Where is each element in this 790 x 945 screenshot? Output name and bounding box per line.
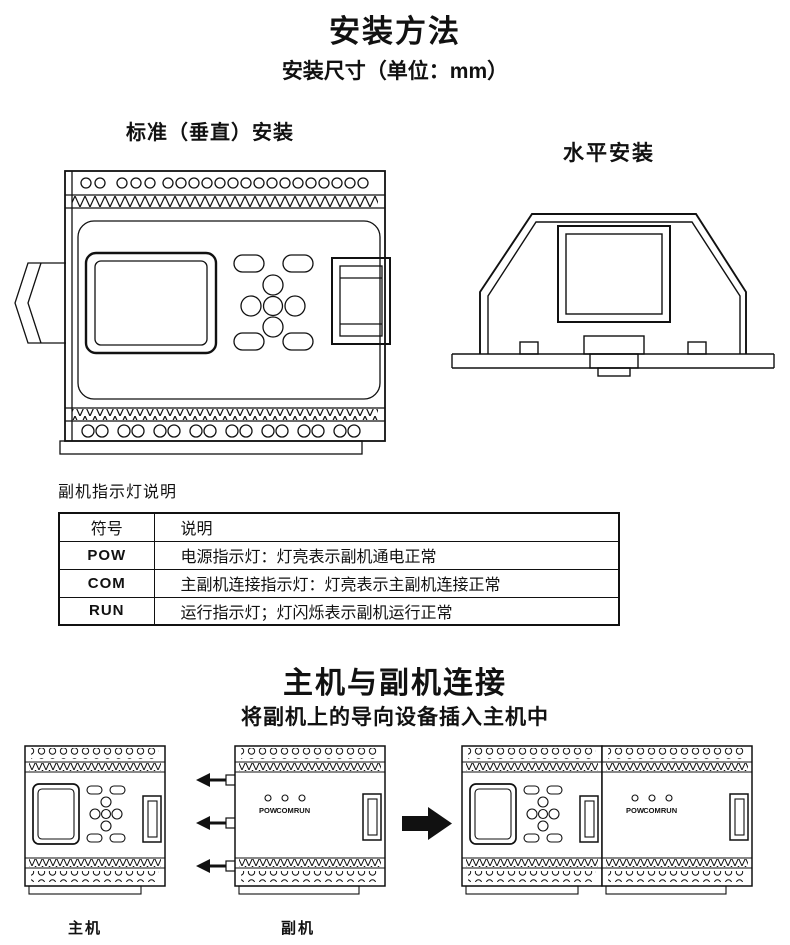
insert-arrow-icons <box>196 773 230 873</box>
vertical-install-diagram <box>14 170 391 455</box>
horizontal-install-label: 水平安装 <box>563 142 655 165</box>
keypad-buttons <box>233 254 314 351</box>
indicator-table-caption: 副机指示灯说明 <box>58 484 178 501</box>
description-cell: 电源指示灯：灯亮表示副机通电正常 <box>153 540 620 570</box>
device-body <box>64 170 386 442</box>
din-rail-side-icon <box>451 353 775 369</box>
horizontal-install-diagram <box>451 213 775 377</box>
page-subtitle: 安装尺寸（单位：mm） <box>281 60 509 83</box>
device-screen <box>84 251 218 355</box>
symbol-cell: POW <box>58 540 155 570</box>
left-foot <box>519 341 539 355</box>
front-panel <box>77 220 381 400</box>
rail-connector <box>331 257 391 345</box>
top-terminals <box>80 177 369 189</box>
indicator-table-section: 副机指示灯说明 符号 说明 POW 电源指示灯：灯亮表示副机通电正常 COM 主… <box>58 478 620 626</box>
standalone-slave <box>234 745 386 895</box>
center-block <box>557 225 671 323</box>
page-title: 安装方法 <box>329 14 461 49</box>
indicator-table: 符号 说明 POW 电源指示灯：灯亮表示副机通电正常 COM 主副机连接指示灯：… <box>58 512 620 626</box>
table-row: POW 电源指示灯：灯亮表示副机通电正常 <box>58 540 620 570</box>
slave-label: 副机 <box>281 920 316 937</box>
connection-diagram: POW COM RUN <box>24 745 753 895</box>
connection-section-title: 主机与副机连接 <box>283 667 507 700</box>
table-row: RUN 运行指示灯；灯闪烁表示副机运行正常 <box>58 596 620 626</box>
connection-section-subtitle: 将副机上的导向设备插入主机中 <box>241 706 549 729</box>
master-label: 主机 <box>68 920 103 937</box>
table-header-row: 符号 说明 <box>58 512 620 542</box>
table-row: COM 主副机连接指示灯：灯亮表示主副机连接正常 <box>58 568 620 598</box>
bottom-terminals <box>81 424 361 438</box>
description-cell: 主副机连接指示灯：灯亮表示主副机连接正常 <box>153 568 620 598</box>
din-rail-icon <box>14 262 66 344</box>
vertical-install-label: 标准（垂直）安装 <box>126 122 294 144</box>
symbol-cell: COM <box>58 568 155 598</box>
right-foot <box>687 341 707 355</box>
combined-unit <box>461 745 753 895</box>
standalone-master <box>24 745 166 895</box>
description-column-header: 说明 <box>153 512 620 542</box>
symbol-cell: RUN <box>58 596 155 626</box>
device-profile <box>479 213 747 354</box>
rail-clip <box>583 335 645 377</box>
merge-arrow-icon <box>402 807 452 840</box>
description-cell: 运行指示灯；灯闪烁表示副机运行正常 <box>153 596 620 626</box>
symbol-column-header: 符号 <box>58 512 155 542</box>
